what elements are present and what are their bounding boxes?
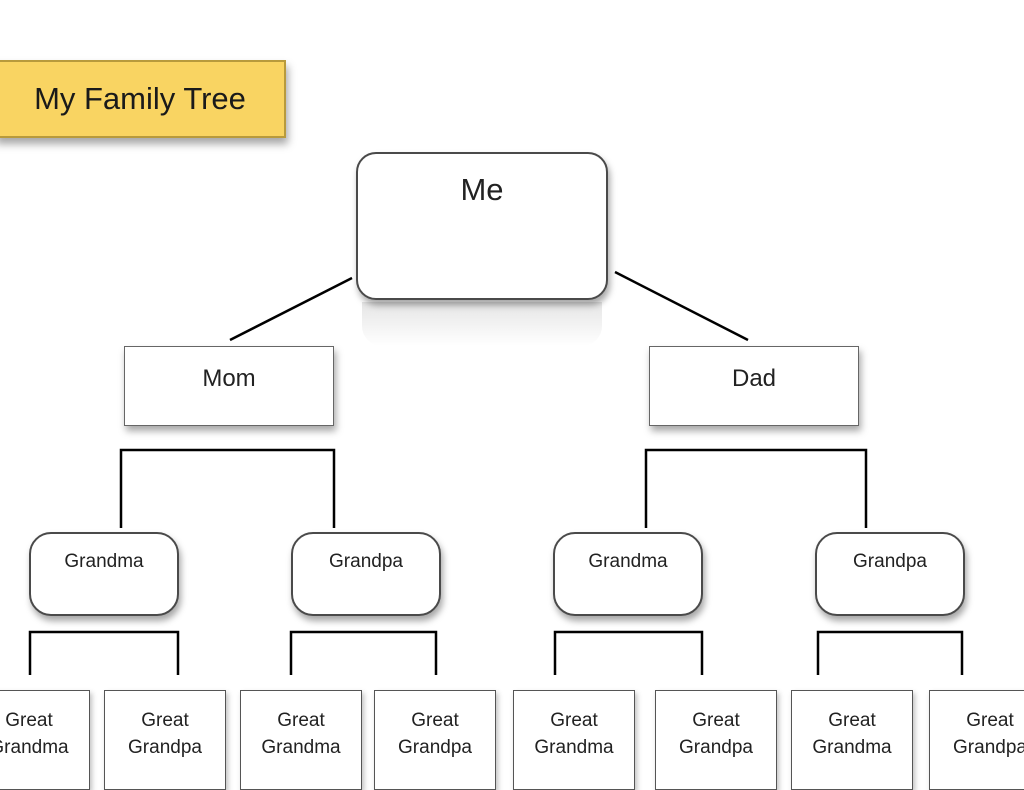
great-relation: Grandpa bbox=[398, 737, 472, 758]
great-word: Great bbox=[411, 710, 459, 731]
great-relation: Grandpa bbox=[679, 737, 753, 758]
great-connector-4 bbox=[816, 630, 964, 675]
great-word: Great bbox=[828, 710, 876, 731]
great-connector-2 bbox=[289, 630, 438, 675]
great-box-3: Great Grandma bbox=[240, 690, 362, 790]
mom-grandma-box: Grandma bbox=[29, 532, 179, 616]
dad-box: Dad bbox=[649, 346, 859, 426]
great-word: Great bbox=[550, 710, 598, 731]
great-connector-1 bbox=[28, 630, 180, 675]
great-box-4: Great Grandpa bbox=[374, 690, 496, 790]
great-relation: Grandma bbox=[534, 737, 614, 758]
great-word: Great bbox=[141, 710, 189, 731]
me-to-dad-connector bbox=[614, 270, 749, 342]
dad-grandma-box: Grandma bbox=[553, 532, 703, 616]
great-relation: Grandma bbox=[0, 737, 69, 758]
mom-box: Mom bbox=[124, 346, 334, 426]
great-relation: Grandpa bbox=[953, 737, 1024, 758]
great-box-8: Great Grandpa bbox=[929, 690, 1024, 790]
great-word: Great bbox=[966, 710, 1014, 731]
me-to-mom-connector bbox=[229, 276, 353, 342]
great-relation: Grandpa bbox=[128, 737, 202, 758]
great-box-1: Great Grandma bbox=[0, 690, 90, 790]
great-word: Great bbox=[277, 710, 325, 731]
dad-grandpa-box: Grandpa bbox=[815, 532, 965, 616]
great-box-5: Great Grandma bbox=[513, 690, 635, 790]
me-box-reflection bbox=[362, 302, 602, 346]
great-word: Great bbox=[5, 710, 53, 731]
connector-lines bbox=[28, 270, 964, 675]
great-relation: Grandma bbox=[261, 737, 341, 758]
great-relation: Grandma bbox=[812, 737, 892, 758]
page-title: My Family Tree bbox=[0, 60, 286, 138]
mom-grandpa-box: Grandpa bbox=[291, 532, 441, 616]
great-box-2: Great Grandpa bbox=[104, 690, 226, 790]
mom-grandparents-connector bbox=[119, 448, 336, 528]
me-box: Me bbox=[356, 152, 608, 300]
great-box-7: Great Grandma bbox=[791, 690, 913, 790]
dad-grandparents-connector bbox=[644, 448, 868, 528]
great-box-6: Great Grandpa bbox=[655, 690, 777, 790]
great-connector-3 bbox=[553, 630, 704, 675]
great-word: Great bbox=[692, 710, 740, 731]
